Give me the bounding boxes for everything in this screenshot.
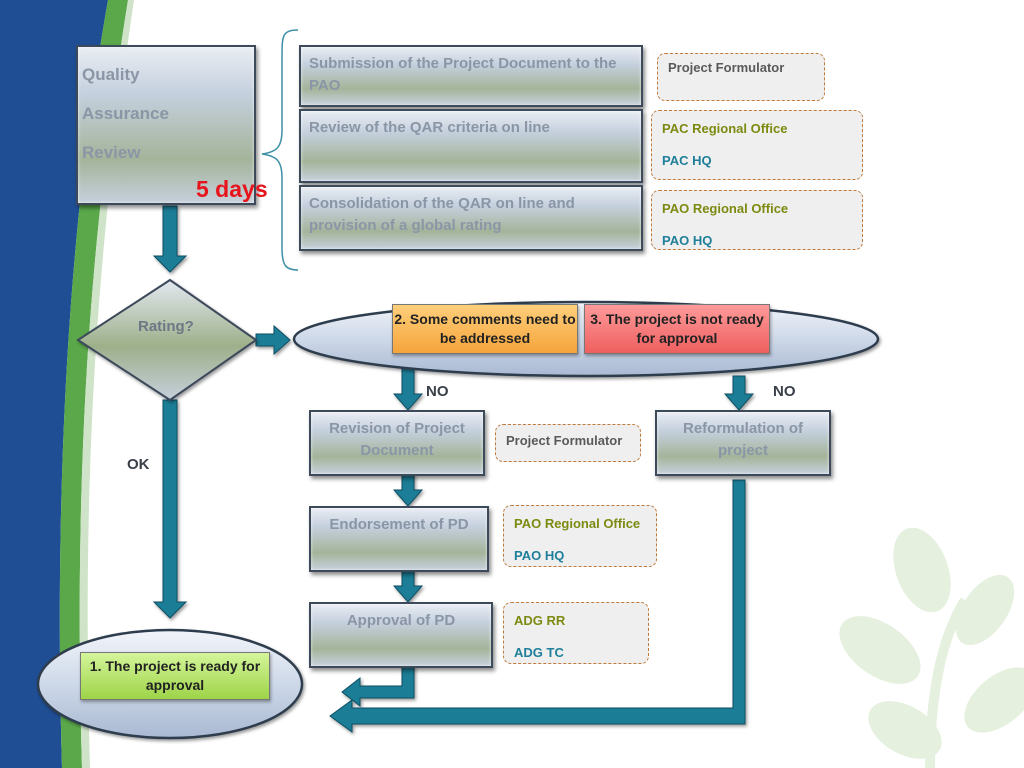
step-consolidation: Consolidation of the QAR on line and pro… bbox=[299, 185, 643, 251]
role-formulator-top: Project Formulator bbox=[657, 53, 825, 101]
brace-connector bbox=[261, 29, 299, 271]
qar-line-1: Quality bbox=[82, 65, 140, 84]
qar-box: Quality Assurance Review bbox=[76, 45, 256, 205]
step-review: Review of the QAR criteria on line bbox=[299, 109, 643, 183]
role-pac-hq: PAC HQ bbox=[662, 153, 712, 168]
arrow-no-left bbox=[392, 367, 424, 411]
role-pao-top: PAO Regional Office PAO HQ bbox=[651, 190, 863, 250]
role-pac: PAC Regional Office PAC HQ bbox=[651, 110, 863, 180]
role-formulator-top-text: Project Formulator bbox=[668, 60, 785, 75]
role-pao-regional-top: PAO Regional Office bbox=[662, 201, 789, 216]
arrow-approval-to-ready bbox=[341, 665, 415, 708]
duration-label: 5 days bbox=[196, 176, 268, 202]
arrow-rating-to-outcomes bbox=[255, 324, 291, 356]
arrow-endorsement-to-approval bbox=[392, 569, 424, 603]
role-formulator-mid: Project Formulator bbox=[495, 424, 641, 462]
branch-no-left-label: NO bbox=[426, 383, 449, 400]
step-submission: Submission of the Project Document to th… bbox=[299, 45, 643, 107]
branch-no-right-label: NO bbox=[773, 383, 796, 400]
role-adg-tc: ADG TC bbox=[514, 645, 564, 660]
qar-line-3: Review bbox=[82, 143, 141, 162]
arrow-reformulation-to-ready bbox=[329, 479, 746, 733]
role-pac-regional: PAC Regional Office bbox=[662, 121, 788, 136]
arrow-revision-to-endorsement bbox=[392, 473, 424, 507]
leaf-watermark bbox=[839, 527, 1024, 768]
role-pao-hq-mid: PAO HQ bbox=[514, 548, 565, 563]
outcome-not-ready: 3. The project is not ready for approval bbox=[584, 304, 770, 354]
arrow-qar-to-rating bbox=[152, 205, 188, 273]
role-formulator-mid-text: Project Formulator bbox=[506, 433, 623, 448]
arrow-no-right bbox=[723, 375, 755, 411]
outcome-ready: 1. The project is ready for approval bbox=[80, 652, 270, 700]
outcome-comments: 2. Some comments need to be addressed bbox=[392, 304, 578, 354]
qar-line-2: Assurance bbox=[82, 104, 169, 123]
action-endorsement: Endorsement of PD bbox=[309, 506, 489, 572]
branch-ok-label: OK bbox=[127, 456, 150, 473]
role-adg: ADG RR ADG TC bbox=[503, 602, 649, 664]
role-pao-regional-mid: PAO Regional Office bbox=[514, 516, 641, 531]
action-revision: Revision of Project Document bbox=[309, 410, 485, 476]
rating-decision-diamond bbox=[76, 278, 258, 402]
action-reformulation: Reformulation of project bbox=[655, 410, 831, 476]
role-pao-mid: PAO Regional Office PAO HQ bbox=[503, 505, 657, 567]
role-adg-rr: ADG RR bbox=[514, 613, 566, 628]
role-pao-hq-top: PAO HQ bbox=[662, 233, 713, 248]
arrow-ok-down bbox=[152, 399, 188, 619]
action-approval: Approval of PD bbox=[309, 602, 493, 668]
rating-label: Rating? bbox=[138, 318, 194, 335]
